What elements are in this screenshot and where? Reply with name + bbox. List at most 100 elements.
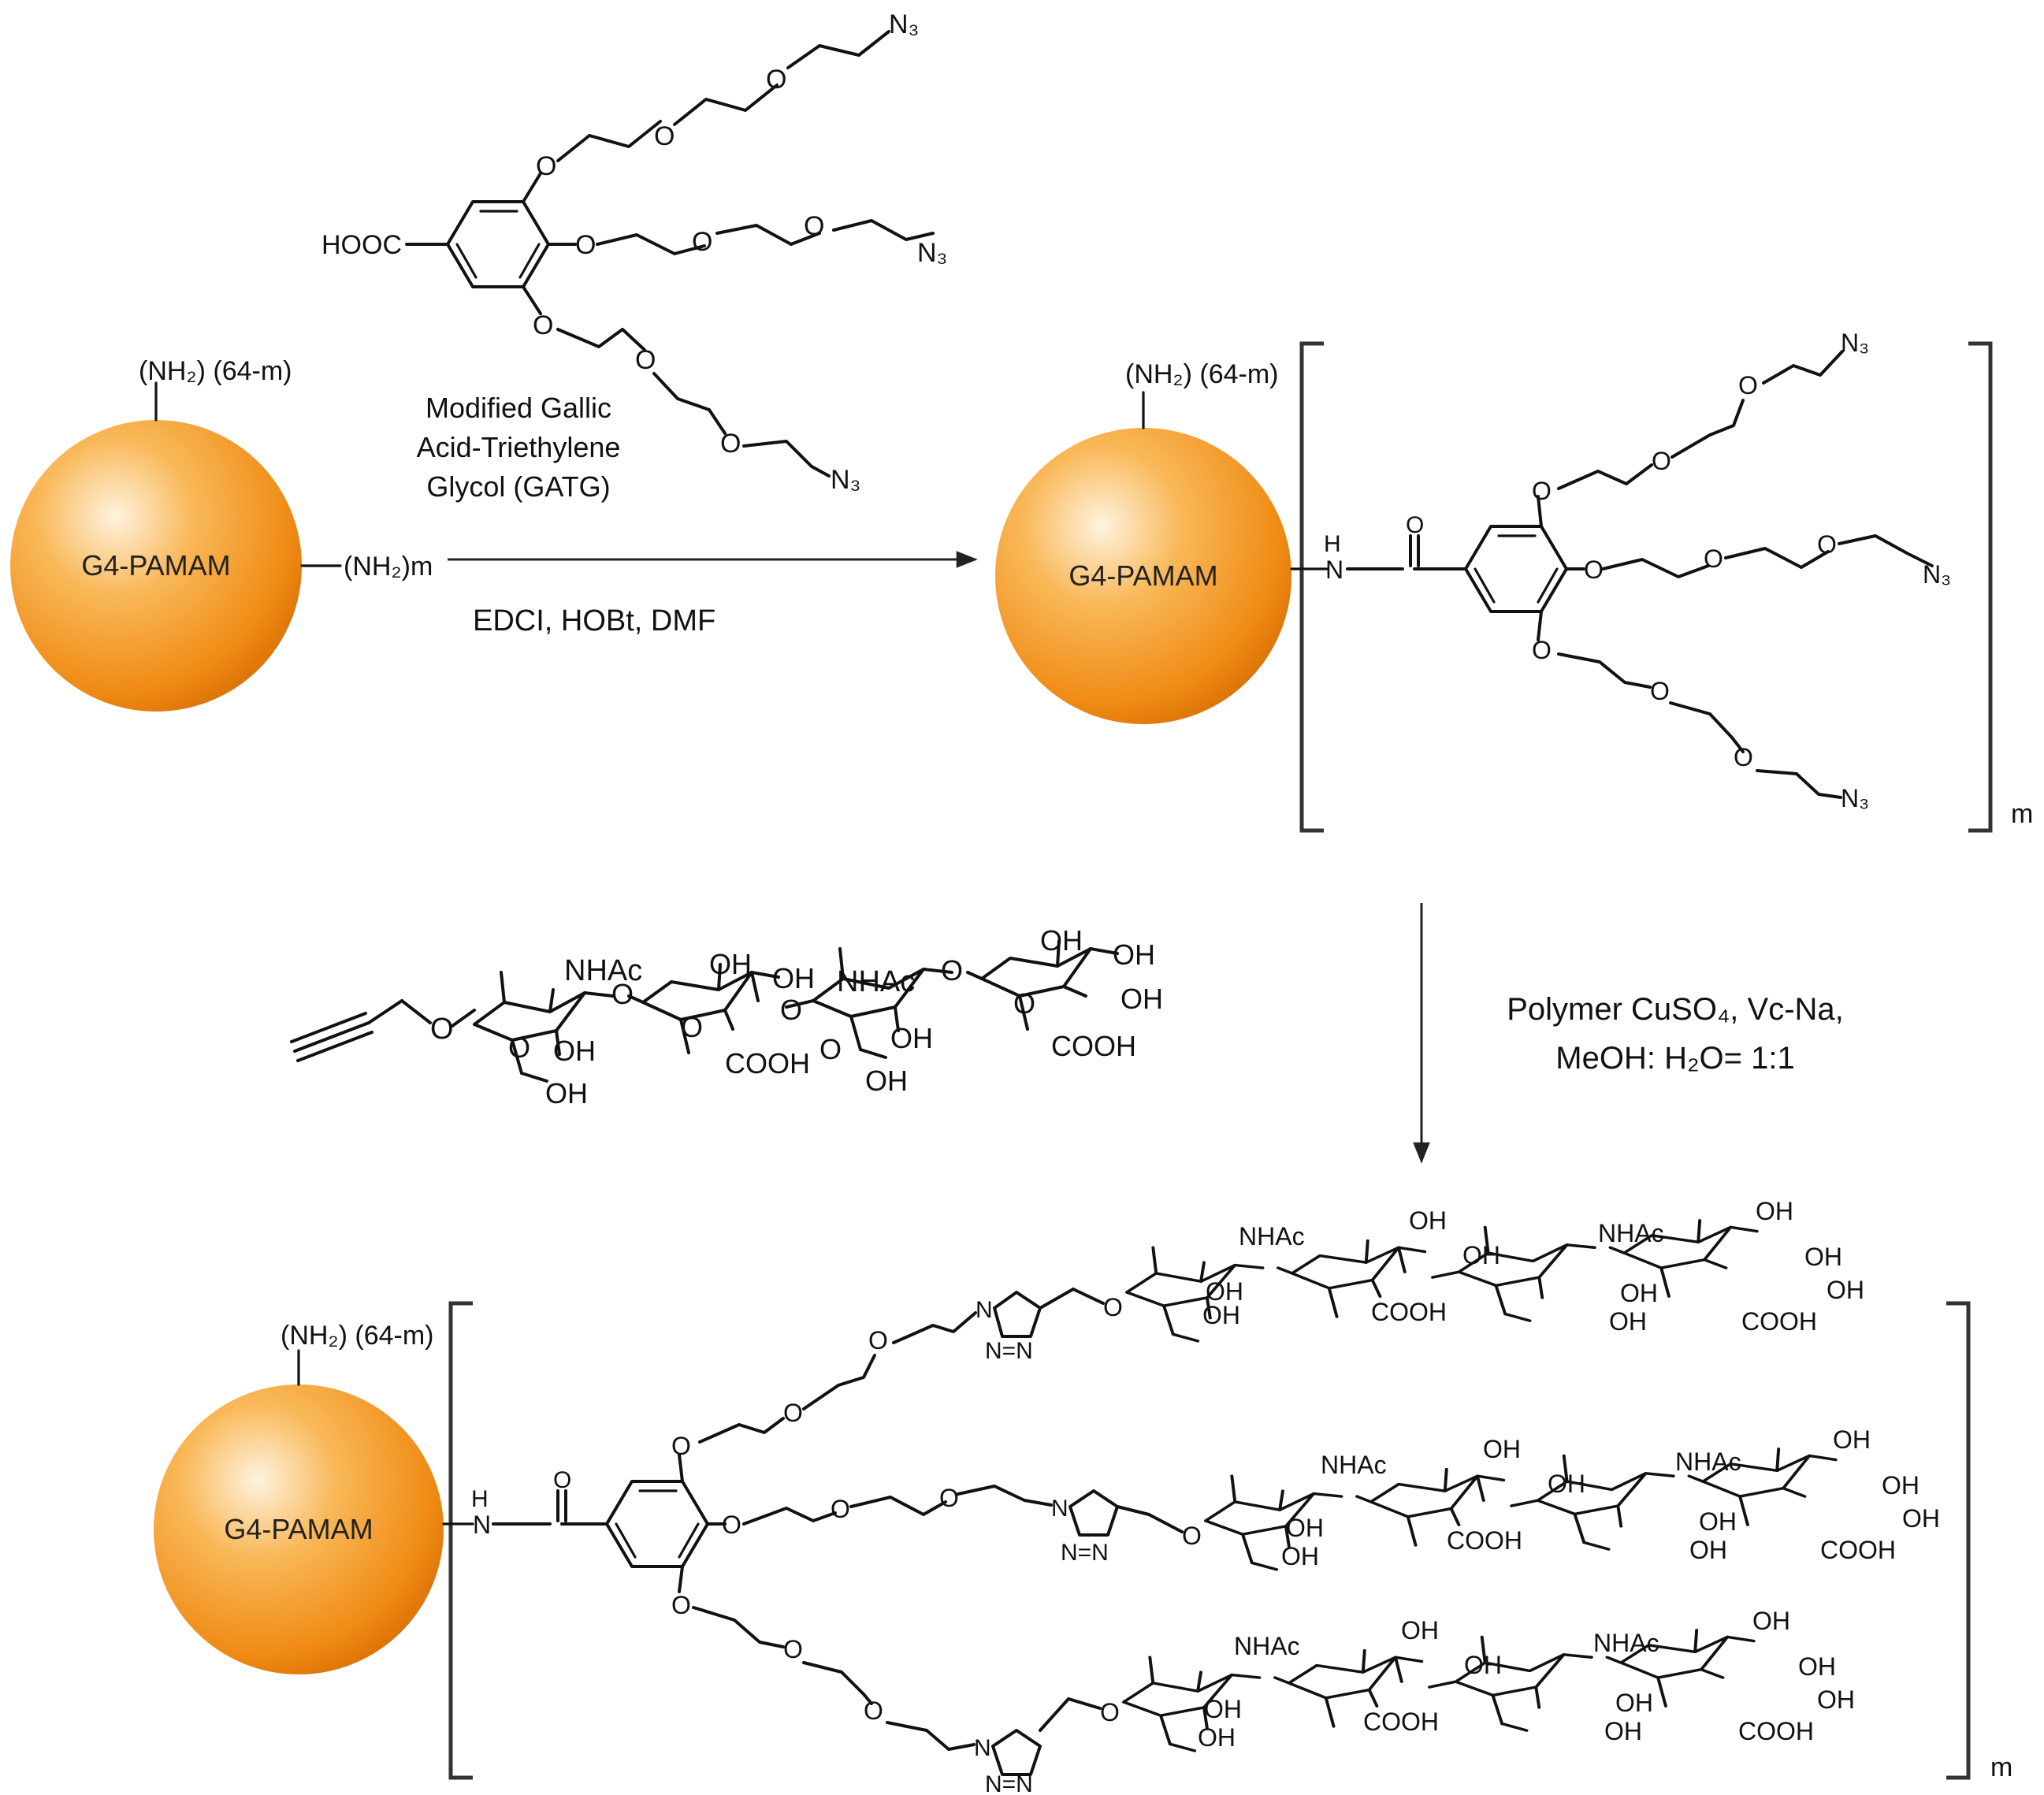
svg-text:O: O [941,954,963,987]
svg-text:O: O [1103,1293,1123,1321]
svg-text:COOH: COOH [1447,1526,1522,1555]
svg-text:OH: OH [1689,1536,1727,1564]
svg-text:OH: OH [1699,1507,1737,1536]
svg-text:(NH₂) (64-m): (NH₂) (64-m) [1125,359,1279,389]
svg-text:Modified Gallic: Modified Gallic [426,392,611,424]
core-label: G4-PAMAM [81,549,230,582]
svg-text:OH: OH [1286,1514,1324,1542]
svg-text:O: O [831,1495,850,1523]
svg-text:N₃: N₃ [1841,784,1869,812]
svg-text:N₃: N₃ [1841,329,1869,357]
svg-text:O: O [536,151,556,181]
svg-text:OH: OH [1798,1652,1836,1681]
svg-text:O: O [1817,530,1837,559]
svg-text:OH: OH [1113,938,1155,971]
svg-text:COOH: COOH [1738,1717,1814,1745]
svg-text:OH: OH [709,948,752,980]
g4-pamam-sphere [10,420,302,712]
step2-conditions-line1: Polymer CuSO₄, Vc-Na, [1507,992,1844,1027]
svg-text:NHAc: NHAc [1321,1451,1387,1479]
svg-text:NHAc: NHAc [1675,1448,1741,1476]
svg-text:OH: OH [553,1035,596,1067]
svg-text:COOH: COOH [1371,1298,1447,1326]
svg-text:COOH: COOH [1363,1708,1439,1736]
svg-text:O: O [681,1011,703,1043]
svg-text:NHAc: NHAc [1598,1219,1664,1247]
gatg-reagent: HOOC O O O N₃ O O O N₃ O O O N₃ Modifi [321,9,947,503]
svg-text:O: O [1532,477,1552,505]
reactive-amine-label: (NH₂)m [344,552,433,582]
svg-text:NHAc: NHAc [1234,1632,1300,1660]
svg-text:O: O [939,1484,959,1512]
svg-text:OH: OH [545,1077,588,1109]
svg-text:Glycol (GATG): Glycol (GATG) [426,470,610,503]
svg-text:OH: OH [1827,1276,1864,1304]
svg-text:O: O [1532,636,1552,664]
svg-text:OH: OH [1609,1307,1647,1336]
svg-text:OH: OH [1756,1197,1793,1225]
svg-text:COOH: COOH [1820,1536,1896,1564]
svg-text:O: O [780,994,802,1026]
svg-text:O: O [1584,556,1604,584]
svg-text:O: O [533,310,553,340]
svg-text:OH: OH [1281,1542,1319,1570]
svg-text:N₃: N₃ [831,465,860,495]
svg-text:(NH₂) (64-m): (NH₂) (64-m) [281,1321,434,1351]
svg-text:N=N: N=N [985,1771,1033,1795]
svg-text:OH: OH [1120,983,1163,1015]
svg-text:NHAc: NHAc [837,965,915,998]
svg-text:OH: OH [1604,1717,1642,1745]
svg-text:N: N [473,1511,491,1539]
svg-text:O: O [611,978,634,1010]
svg-text:O: O [1704,544,1723,573]
svg-text:N₃: N₃ [1923,560,1951,589]
intermediate-product: G4-PAMAM (NH₂) (64-m) m H N O O O O N₃ O [995,329,2033,833]
g4-pamam-sphere [995,428,1291,724]
svg-text:O: O [654,121,675,151]
svg-text:N₃: N₃ [889,9,919,39]
svg-text:OH: OH [1882,1471,1920,1500]
svg-text:OH: OH [1462,1241,1500,1269]
svg-text:OH: OH [772,962,815,994]
svg-text:O: O [783,1635,803,1663]
svg-text:O: O [671,1591,691,1619]
svg-text:O: O [508,1031,530,1064]
svg-text:OH: OH [1752,1607,1790,1635]
svg-text:O: O [1738,371,1758,400]
svg-text:N: N [976,1297,993,1323]
g4-pamam-sphere [154,1384,444,1674]
svg-text:OH: OH [1483,1435,1521,1463]
svg-text:HOOC: HOOC [321,230,402,260]
svg-text:OH: OH [1202,1301,1240,1329]
svg-text:NHAc: NHAc [1239,1222,1305,1251]
svg-text:O: O [722,1511,741,1539]
svg-text:O: O [1100,1698,1120,1726]
svg-text:OH: OH [1040,924,1083,957]
svg-text:O: O [1406,512,1424,538]
svg-text:O: O [430,1013,454,1046]
step2-conditions-line2: MeOH: H₂O= 1:1 [1555,1041,1794,1076]
final-glycodendrimer: G4-PAMAM (NH₂) (64-m) m H N O O O O N N=… [154,1197,2012,1795]
svg-text:O: O [1650,677,1670,705]
svg-text:OH: OH [1206,1277,1243,1306]
svg-text:N=N: N=N [985,1338,1033,1364]
svg-text:H: H [1324,531,1341,557]
svg-text:O: O [671,1432,691,1460]
svg-text:G4-PAMAM: G4-PAMAM [224,1513,373,1545]
svg-text:m: m [1990,1752,2012,1782]
step1-conditions: EDCI, HOBt, DMF [473,604,715,637]
svg-text:G4-PAMAM: G4-PAMAM [1068,559,1217,592]
svg-text:OH: OH [1817,1685,1855,1714]
svg-text:COOH: COOH [1051,1030,1136,1062]
svg-text:COOH: COOH [725,1047,810,1080]
svg-text:m: m [2011,799,2033,829]
svg-text:N: N [1325,556,1343,584]
svg-text:O: O [783,1399,803,1427]
svg-text:OH: OH [1804,1243,1842,1271]
svg-text:N=N: N=N [1061,1540,1109,1566]
svg-text:O: O [804,211,824,241]
svg-text:OH: OH [1401,1616,1439,1644]
svg-text:N: N [974,1735,991,1761]
svg-text:Acid-Triethylene: Acid-Triethylene [417,431,621,463]
